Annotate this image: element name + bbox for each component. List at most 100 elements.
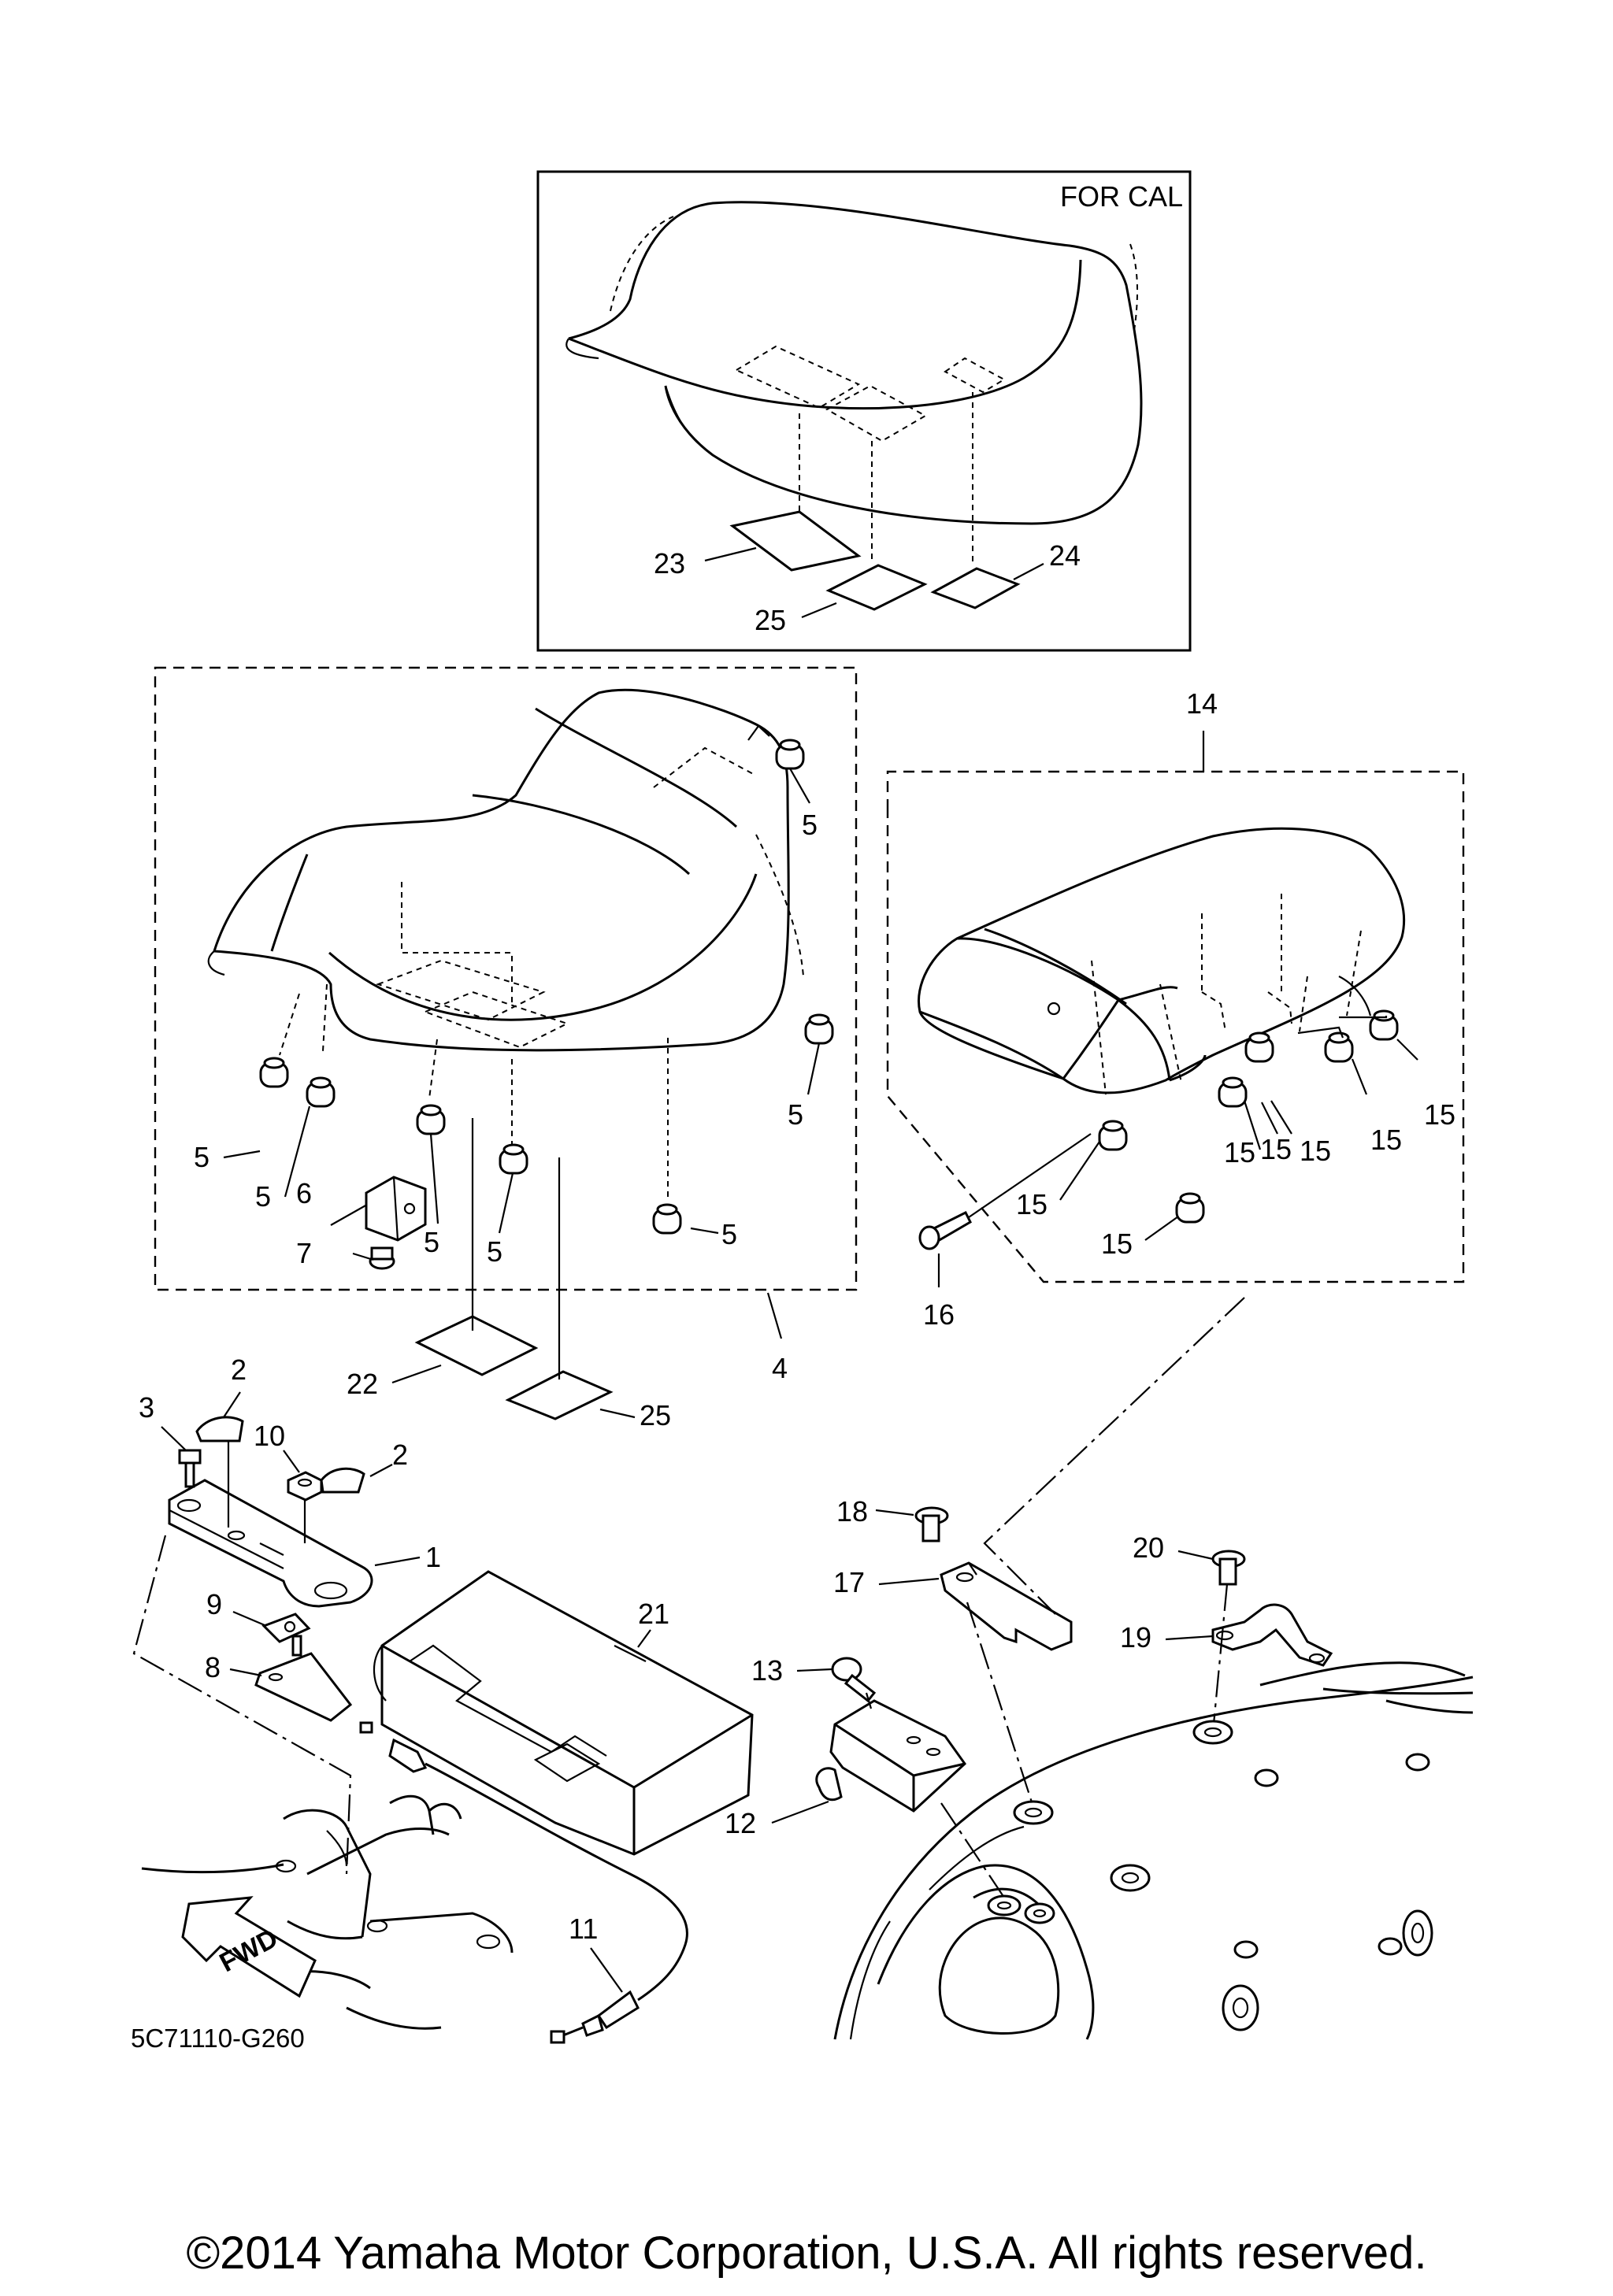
fwd-arrow: FWD xyxy=(181,1896,317,1998)
inset-frame xyxy=(536,170,1192,652)
part-1-seat-lock-bracket xyxy=(168,1479,373,1608)
part-13-bolt xyxy=(831,1657,877,1703)
part-19-bracket xyxy=(1211,1603,1333,1667)
label-21: 21 xyxy=(638,1598,669,1630)
label-17: 17 xyxy=(833,1566,865,1598)
label-12: 12 xyxy=(725,1807,756,1839)
part-8-lock-plate xyxy=(254,1635,353,1722)
part-5-damper xyxy=(804,1013,834,1045)
label-5: 5 xyxy=(721,1218,737,1250)
part-9-plate xyxy=(261,1613,311,1643)
fender-grommet xyxy=(1110,1864,1151,1892)
copyright-notice: ©2014 Yamaha Motor Corporation, U.S.A. A… xyxy=(186,2227,1427,2279)
fender-grommet xyxy=(1402,1909,1433,1957)
part-2-cap xyxy=(195,1416,244,1442)
label-9: 9 xyxy=(206,1588,222,1620)
fender-grommet xyxy=(1405,1753,1430,1772)
rider-seat-assembly-frame xyxy=(154,666,858,1291)
label-24: 24 xyxy=(1049,539,1081,572)
label-15: 15 xyxy=(1300,1135,1331,1167)
fender-grommet xyxy=(1192,1720,1233,1745)
label-5: 5 xyxy=(487,1235,502,1268)
part-22-label-decal xyxy=(414,1315,539,1376)
part-21-tool-bag: 21 xyxy=(373,1570,754,1856)
fender-grommet xyxy=(1024,1902,1055,1924)
fender-grommet xyxy=(987,1894,1022,1916)
fender-grommet xyxy=(1254,1768,1279,1787)
rear-fender xyxy=(833,1661,1474,2040)
label-6: 6 xyxy=(296,1177,312,1209)
part-25-label-decal xyxy=(505,1370,614,1420)
label-15: 15 xyxy=(1016,1188,1048,1220)
fender-grommet xyxy=(1233,1940,1259,1959)
part-23-label-decal xyxy=(729,510,862,572)
label-13: 13 xyxy=(751,1654,783,1687)
passenger-seat-assembly-frame xyxy=(886,770,1465,1283)
label-15: 15 xyxy=(1260,1133,1292,1165)
part-7-nut xyxy=(369,1246,395,1270)
part-25-label-decal xyxy=(825,564,928,611)
part-15-damper xyxy=(1218,1076,1248,1108)
passenger-seat-assembly: 14 xyxy=(886,687,1465,1331)
part-24-label-decal xyxy=(930,567,1021,609)
label-2: 2 xyxy=(392,1439,408,1471)
drawing-number: 5C71110-G260 xyxy=(131,2024,305,2053)
fender-grommet xyxy=(1013,1800,1054,1825)
part-10-nut xyxy=(287,1471,323,1502)
part-15-damper xyxy=(1098,1120,1128,1151)
passenger-seat xyxy=(918,827,1406,1095)
part-2-cap xyxy=(320,1467,365,1494)
part-20-bolt xyxy=(1211,1550,1246,1586)
label-8: 8 xyxy=(205,1651,221,1683)
fender-grommet xyxy=(1222,1984,1259,2031)
label-10: 10 xyxy=(254,1420,285,1452)
frame-section xyxy=(141,1794,514,2030)
rider-seat-assembly: 5 5 5 5 5 5 5 6 7 4 22 25 xyxy=(154,666,858,1431)
part-6-bracket xyxy=(365,1176,427,1242)
label-15: 15 xyxy=(1224,1136,1255,1168)
label-20: 20 xyxy=(1133,1531,1164,1564)
label-5: 5 xyxy=(802,809,818,841)
label-1: 1 xyxy=(425,1541,441,1573)
part-15-damper xyxy=(1324,1031,1354,1063)
part-5-damper xyxy=(652,1203,682,1235)
part-12-seat-latch xyxy=(815,1699,966,1813)
seat-latch-and-hardware: 18 17 20 19 13 xyxy=(725,1297,1333,1898)
label-4: 4 xyxy=(772,1352,788,1384)
label-15: 15 xyxy=(1370,1124,1402,1156)
label-22: 22 xyxy=(347,1368,378,1400)
label-5: 5 xyxy=(424,1226,439,1258)
part-5-damper xyxy=(306,1076,336,1108)
part-16-bolt xyxy=(918,1210,972,1250)
label-15: 15 xyxy=(1101,1228,1133,1260)
inset-title: FOR CAL xyxy=(1060,180,1183,213)
label-25-inset: 25 xyxy=(755,604,786,636)
label-15: 15 xyxy=(1424,1098,1455,1131)
part-11-seat-lock-cable: 11 xyxy=(359,1721,688,2044)
part-18-bolt xyxy=(914,1506,949,1542)
label-7: 7 xyxy=(296,1237,312,1269)
label-23: 23 xyxy=(654,547,685,580)
label-14: 14 xyxy=(1186,687,1218,720)
part-17-seat-hook xyxy=(940,1561,1073,1651)
label-5: 5 xyxy=(788,1098,803,1131)
label-2: 2 xyxy=(231,1354,247,1386)
label-25: 25 xyxy=(640,1399,671,1431)
label-16: 16 xyxy=(923,1298,955,1331)
part-5-damper xyxy=(499,1143,528,1175)
label-5: 5 xyxy=(194,1141,210,1173)
part-15-damper xyxy=(1244,1031,1274,1063)
part-5-damper xyxy=(259,1057,289,1088)
for-cal-inset: FOR CAL 23 24 25 xyxy=(536,170,1192,652)
label-5: 5 xyxy=(255,1180,271,1213)
label-11: 11 xyxy=(569,1913,598,1945)
label-18: 18 xyxy=(836,1495,868,1528)
part-5-damper xyxy=(775,739,805,770)
part-3-bolt xyxy=(178,1449,202,1488)
part-5-damper xyxy=(416,1104,446,1135)
seat-lock-bracket-group: 3 2 10 2 1 9 8 xyxy=(132,1354,441,1875)
label-3: 3 xyxy=(139,1391,154,1424)
rider-seat xyxy=(207,688,804,1197)
part-15-damper xyxy=(1369,1009,1399,1041)
label-19: 19 xyxy=(1120,1621,1151,1653)
